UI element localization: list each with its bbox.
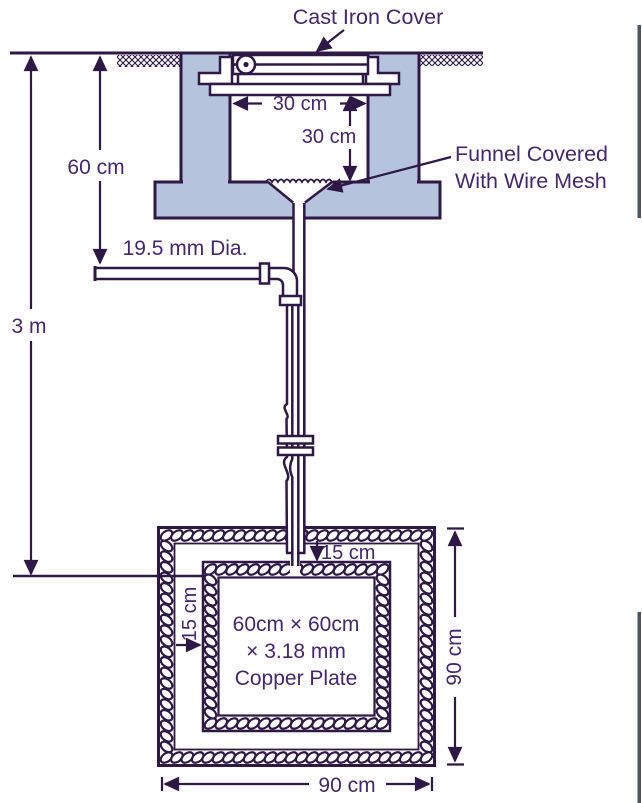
- dim-15cm-left: 15 cm: [176, 587, 202, 653]
- dim-30cm-height: 30 cm: [302, 95, 358, 182]
- funnel-label-line1: Funnel Covered: [455, 142, 608, 166]
- plate-size-line3: Copper Plate: [235, 667, 358, 690]
- dim-90cm-bottom-label: 90 cm: [318, 774, 375, 797]
- hinge-pin-icon: [243, 61, 249, 68]
- label-funnel: Funnel Covered With Wire Mesh: [326, 142, 608, 193]
- plate-size-line2: × 3.18 mm: [246, 640, 346, 663]
- label-cast-iron-cover: Cast Iron Cover: [293, 5, 444, 53]
- dim-30cm-width-label: 30 cm: [273, 93, 327, 115]
- dim-30cm-height-label: 30 cm: [302, 126, 356, 148]
- dim-90cm-right: 90 cm: [443, 527, 466, 766]
- dim-60cm-label: 60 cm: [67, 156, 124, 179]
- horizontal-pipe: [93, 262, 303, 307]
- pipe-flange: [258, 262, 271, 285]
- dim-15cm-top-label: 15 cm: [321, 542, 375, 564]
- dim-90cm-right-label: 90 cm: [443, 628, 466, 685]
- dim-90cm-bottom: 90 cm: [160, 774, 434, 797]
- pipe-union-upper: [276, 434, 315, 445]
- dim-15cm-left-label: 15 cm: [179, 587, 201, 641]
- dim-15cm-top: 15 cm: [309, 541, 375, 564]
- earthing-pipe: [276, 305, 315, 566]
- page-edge-artifact: [637, 25, 641, 803]
- inner-fill-ring-chain: [203, 563, 390, 730]
- dim-30cm-width: 30 cm: [232, 93, 367, 115]
- cast-iron-cover-text: Cast Iron Cover: [293, 5, 444, 29]
- dim-60cm: 60 cm: [67, 55, 125, 265]
- dim-3m: 3 m: [11, 55, 47, 576]
- plate-size-line1: 60cm × 60cm: [233, 613, 360, 636]
- cast-iron-cover: [197, 53, 401, 97]
- pipe-diameter-label: 19.5 mm Dia.: [123, 237, 248, 260]
- dim-3m-label: 3 m: [11, 315, 46, 338]
- soil-hatch-right: [420, 55, 483, 66]
- cover-frame-bar: [208, 82, 392, 97]
- copper-plate-area: [217, 576, 376, 717]
- soil-hatch-left: [117, 55, 181, 67]
- pipe-coupling: [278, 294, 303, 307]
- pipe-elbow: [267, 266, 299, 299]
- cast-iron-cover-leader-arrow: [315, 29, 345, 53]
- earthing-pit: [157, 526, 436, 767]
- funnel: [265, 178, 333, 204]
- copper-plate-label: 60cm × 60cm × 3.18 mm Copper Plate: [233, 613, 360, 690]
- pipe-union-lower: [276, 446, 315, 457]
- wire-mesh-icon: [265, 178, 333, 184]
- funnel-label-line2: With Wire Mesh: [455, 169, 607, 193]
- funnel-leader-arrow: [326, 155, 452, 193]
